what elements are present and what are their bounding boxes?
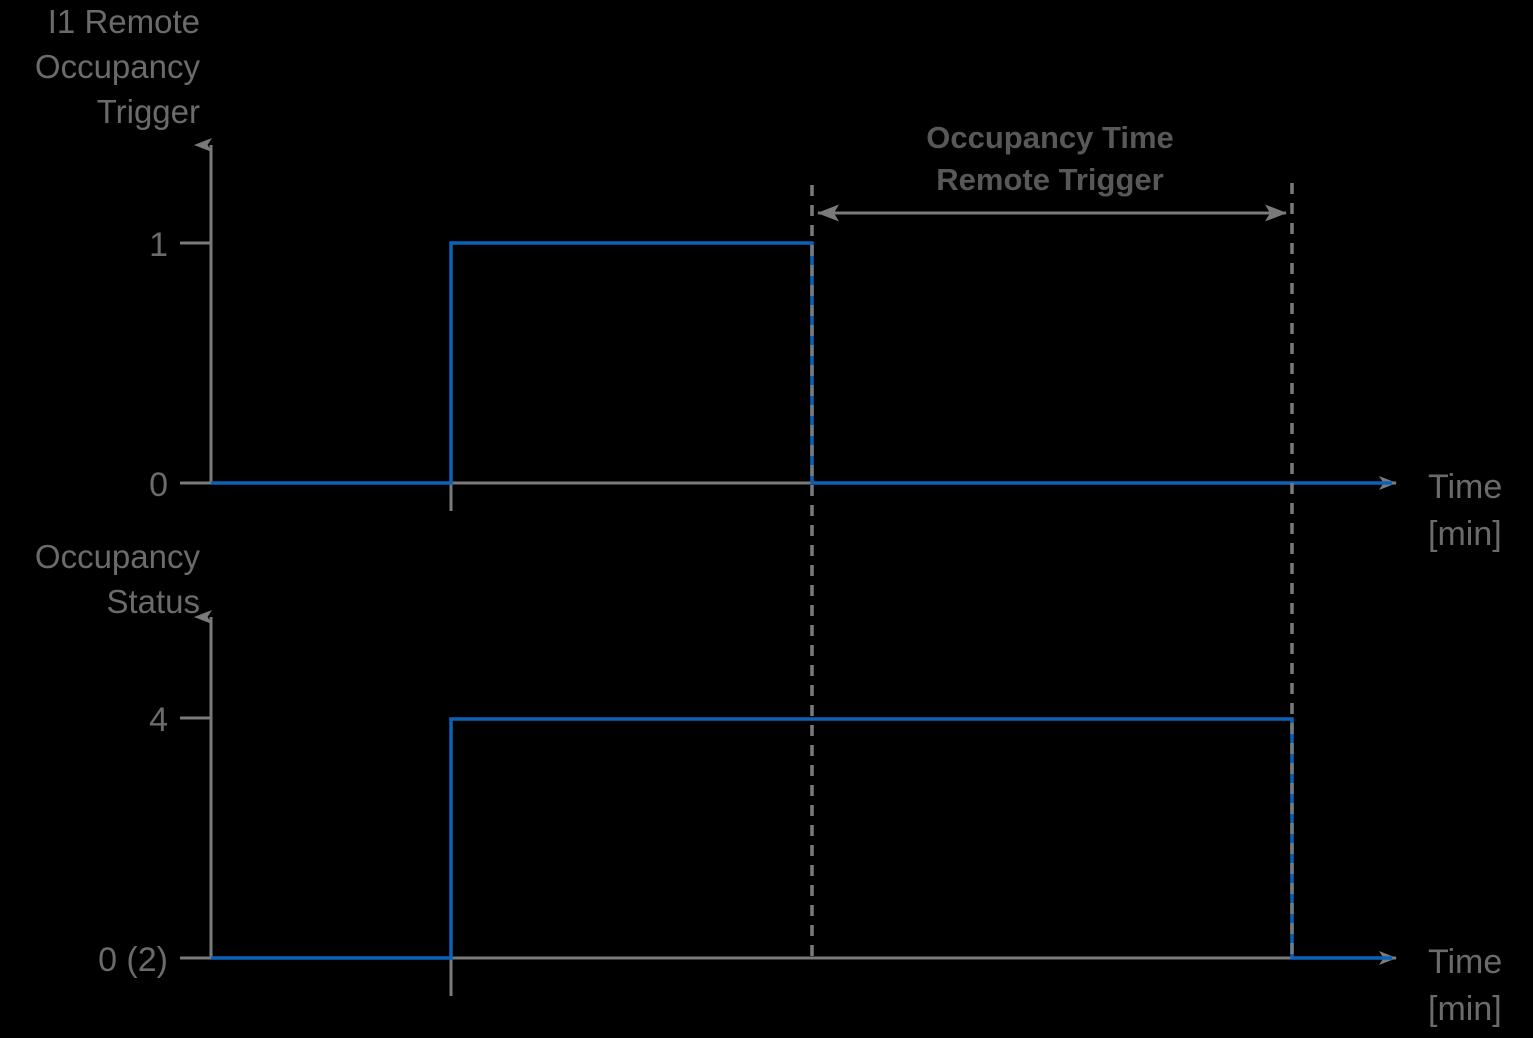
y-tick-label-remote-trigger-high: 1 [149, 226, 168, 264]
annotation-label-line1: Occupancy Time [926, 120, 1174, 155]
x-axis-label-occupancy-status-time: Time [1428, 943, 1502, 981]
y-axis-label-occupancy-status-line2: Status [106, 583, 200, 620]
signal-occupancy-status [211, 717, 1392, 960]
y-axis-label-remote-trigger-line1: I1 Remote [48, 3, 200, 40]
y-axis-label-occupancy-status-line1: Occupancy [35, 538, 201, 575]
annotation-label-line2: Remote Trigger [936, 162, 1163, 197]
chart-remote-trigger: I1 Remote Occupancy Trigger 1 0 Time [mi… [35, 3, 1502, 553]
chart-occupancy-status: Occupancy Status 4 0 (2) Time [min] [35, 538, 1502, 1028]
y-tick-label-occupancy-status-high: 4 [149, 701, 168, 739]
x-axis-label-remote-trigger-unit: [min] [1428, 515, 1502, 553]
y-axis-label-remote-trigger-line3: Trigger [97, 93, 200, 130]
y-tick-label-remote-trigger-low: 0 [149, 466, 168, 504]
marker-lines [810, 183, 1294, 960]
annotation-occupancy-time: Occupancy Time Remote Trigger [817, 120, 1287, 222]
y-tick-label-occupancy-status-low: 0 (2) [98, 941, 168, 979]
signal-remote-trigger [211, 241, 1392, 485]
x-axis-label-remote-trigger-time: Time [1428, 468, 1502, 506]
x-axis-label-occupancy-status-unit: [min] [1428, 990, 1502, 1028]
y-axis-label-remote-trigger-line2: Occupancy [35, 48, 201, 85]
